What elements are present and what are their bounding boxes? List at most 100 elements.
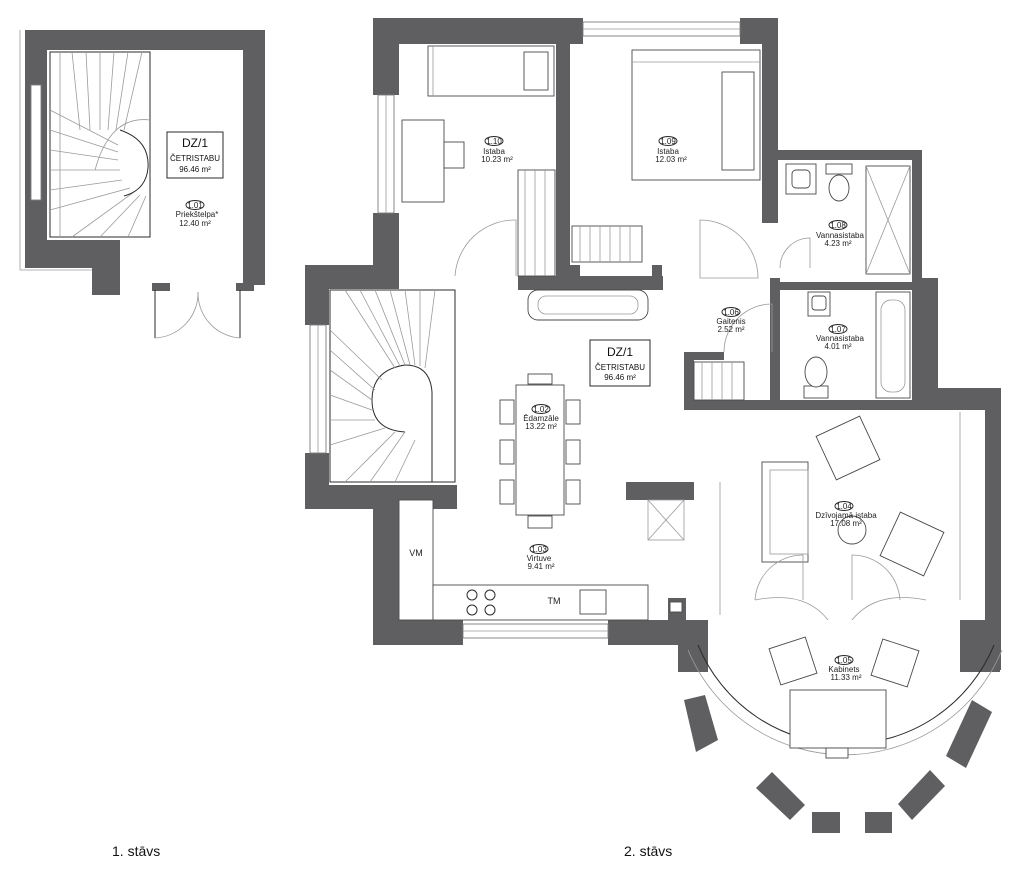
wall — [152, 283, 170, 291]
door-swing — [699, 219, 759, 279]
door-swing — [454, 219, 517, 277]
wall — [770, 278, 780, 410]
svg-text:10.23 m²: 10.23 m² — [481, 155, 513, 164]
floor-2-label: 2. stāvs — [624, 843, 673, 859]
dining-table — [499, 373, 581, 529]
apartment-type: ČETRISTABU — [595, 363, 645, 372]
svg-text:9.41 m²: 9.41 m² — [527, 562, 554, 571]
svg-text:2.52 m²: 2.52 m² — [717, 325, 744, 334]
room-label-1-06: 1.06 Gaitenis 2.52 m² — [716, 307, 746, 334]
wall — [678, 620, 708, 672]
kitchen-counters — [398, 499, 685, 621]
bed-1-10 — [427, 45, 555, 97]
wall — [373, 485, 399, 645]
wall — [652, 265, 662, 290]
wall — [373, 18, 583, 44]
svg-text:Ēdamzāle: Ēdamzāle — [523, 414, 559, 423]
svg-text:1.10: 1.10 — [486, 137, 502, 146]
svg-text:1.09: 1.09 — [660, 137, 676, 146]
console — [527, 289, 649, 321]
bed-1-09 — [631, 49, 761, 181]
svg-text:17.08 m²: 17.08 m² — [830, 519, 862, 528]
svg-text:1.05: 1.05 — [836, 656, 852, 665]
room-label-1-07: 1.07 Vannasistaba 4.01 m² — [816, 324, 864, 351]
bathroom-1-08-fixtures — [779, 163, 911, 275]
svg-text:4.01 m²: 4.01 m² — [824, 342, 851, 351]
apartment-box — [166, 131, 224, 179]
wall — [373, 18, 399, 95]
wall — [985, 388, 1001, 670]
svg-text:Vannasistaba: Vannasistaba — [816, 231, 864, 240]
svg-text:Istaba: Istaba — [483, 147, 505, 156]
svg-text:Virtuve: Virtuve — [527, 554, 552, 563]
desk-1-10 — [401, 119, 465, 203]
room-label-1-05: 1.05 Kabinets 11.33 m² — [828, 655, 862, 682]
wardrobe-1-10 — [517, 169, 556, 277]
bathroom-1-07-fixtures — [803, 291, 911, 399]
wall — [912, 150, 922, 288]
svg-text:1.07: 1.07 — [830, 325, 846, 334]
svg-text:1.03: 1.03 — [531, 545, 547, 554]
wall — [518, 276, 663, 290]
wall — [25, 30, 265, 50]
svg-text:13.22 m²: 13.22 m² — [525, 422, 557, 431]
dishwasher-tag: VM — [409, 548, 423, 558]
wall — [373, 620, 463, 645]
svg-text:4.23 m²: 4.23 m² — [824, 239, 851, 248]
staircase — [329, 289, 456, 483]
wall — [236, 283, 254, 291]
svg-text:1.06: 1.06 — [723, 308, 739, 317]
wall — [243, 30, 265, 285]
wall — [938, 388, 1000, 410]
apartment-box — [589, 339, 651, 387]
apartment-area: 96.46 m² — [604, 373, 636, 382]
room-label-1-09: 1.09 Istaba 12.03 m² — [655, 136, 687, 164]
staircase — [49, 51, 151, 238]
wall — [92, 240, 120, 295]
apartment-code: DZ/1 — [182, 136, 208, 150]
bay-kabinets — [684, 636, 1003, 833]
svg-text:Istaba: Istaba — [657, 147, 679, 156]
wall — [762, 18, 778, 223]
wall — [770, 282, 915, 290]
floor-2-plan: DZ/1 ČETRISTABU 96.46 m² 1.10 Istaba 10.… — [305, 18, 1003, 833]
wall — [684, 400, 774, 410]
wall — [556, 18, 570, 280]
room-label-1-04: 1.04 Dzīvojamā istaba 17.08 m² — [815, 501, 877, 528]
svg-text:Vannasistaba: Vannasistaba — [816, 334, 864, 343]
room-label-1-10: 1.10 Istaba 10.23 m² — [481, 136, 513, 164]
svg-text:Dzīvojamā istaba: Dzīvojamā istaba — [815, 511, 877, 520]
svg-text:12.40 m²: 12.40 m² — [179, 219, 211, 228]
svg-text:Gaitenis: Gaitenis — [716, 317, 745, 326]
wall — [684, 352, 724, 360]
dryer-tag: TM — [548, 596, 561, 606]
wall — [762, 150, 922, 160]
room-label-1-03: 1.03 Virtuve 9.41 m² — [527, 544, 555, 571]
svg-text:1.04: 1.04 — [836, 502, 852, 511]
wall — [568, 265, 580, 290]
living-room-furniture — [719, 412, 961, 621]
room-label-1-01: 1.01 Priekštelpa* 12.40 m² — [176, 200, 219, 228]
apartment-code: DZ/1 — [607, 345, 633, 359]
hall-closet — [693, 303, 773, 401]
svg-text:11.33 m²: 11.33 m² — [831, 673, 862, 682]
svg-text:1.01: 1.01 — [187, 201, 203, 210]
wall — [684, 352, 694, 408]
entrance-door — [154, 290, 241, 339]
wall — [305, 265, 329, 325]
wall — [770, 400, 920, 410]
window — [30, 84, 42, 201]
apartment-area: 96.46 m² — [179, 165, 211, 174]
wall — [912, 278, 938, 410]
room-label-1-08: 1.08 Vannasistaba 4.23 m² — [816, 220, 864, 248]
apartment-type: ČETRISTABU — [170, 154, 220, 163]
svg-text:1.08: 1.08 — [830, 221, 846, 230]
floor-1-plan: DZ/1 ČETRISTABU 96.46 m² 1.01 Priekštelp… — [19, 30, 265, 339]
wall — [626, 482, 694, 500]
svg-text:Priekštelpa*: Priekštelpa* — [176, 210, 219, 219]
svg-text:1.02: 1.02 — [533, 405, 549, 414]
wardrobe-1-09 — [571, 225, 643, 263]
svg-text:Kabinets: Kabinets — [828, 665, 859, 674]
svg-text:12.03 m²: 12.03 m² — [655, 155, 687, 164]
